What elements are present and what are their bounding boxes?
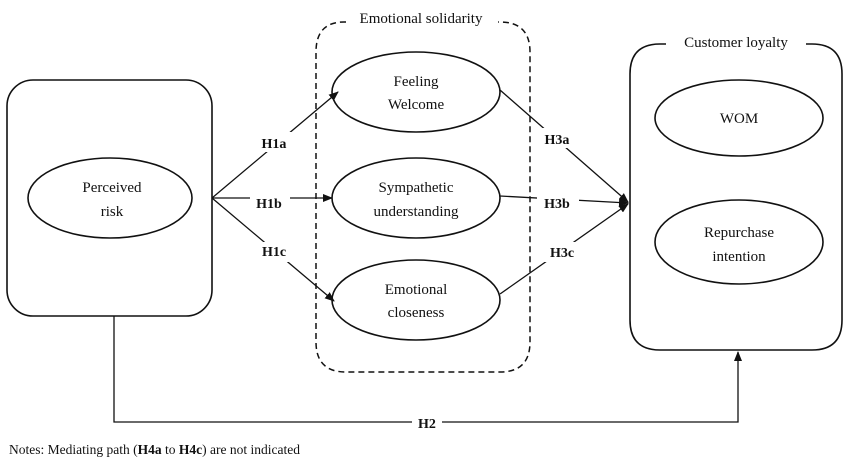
- customer-loyalty-box: [629, 43, 843, 351]
- sympathetic-understanding-label-line1: Sympathetic: [379, 180, 454, 196]
- feeling-welcome-label-line1: Feeling: [394, 74, 439, 90]
- sympathetic-understanding-node: [331, 157, 501, 239]
- emotional-closeness-label-line2: closeness: [388, 305, 445, 321]
- feeling-welcome-label-line2: Welcome: [388, 97, 445, 113]
- note-to-word: to: [161, 442, 179, 457]
- h3b-label: H3b: [544, 197, 570, 212]
- repurchase-intention-label-line2: intention: [712, 249, 766, 265]
- wom-label: WOM: [720, 111, 758, 127]
- h2-label: H2: [418, 417, 436, 432]
- note-h4a: H4a: [137, 442, 162, 457]
- emotional-solidarity-group: [315, 21, 531, 373]
- h2-path: [113, 316, 742, 423]
- perceived-risk-node: [27, 157, 193, 239]
- note-h4c: H4c: [178, 442, 203, 457]
- customer-loyalty-title: Customer loyalty: [684, 35, 788, 51]
- h3a-label: H3a: [545, 133, 570, 148]
- emotional-solidarity-title: Emotional solidarity: [360, 11, 483, 27]
- h1a-label: H1a: [262, 137, 287, 152]
- wom-node: [654, 79, 824, 157]
- perceived-risk-box: [6, 79, 213, 317]
- repurchase-intention-label-line1: Repurchase: [704, 225, 774, 241]
- note-prefix: Notes: Mediating path (: [9, 442, 138, 457]
- perceived-risk-label-line1: Perceived: [82, 180, 142, 196]
- emotional-closeness-label-line1: Emotional: [385, 282, 448, 298]
- diagram-note: Notes: Mediating path (H4a to H4c) are n…: [9, 442, 300, 458]
- perceived-risk-label-line2: risk: [101, 204, 124, 220]
- sympathetic-understanding-label-line2: understanding: [374, 204, 459, 220]
- h3c-label: H3c: [550, 246, 574, 261]
- h1c-label: H1c: [262, 245, 286, 260]
- emotional-closeness-node: [331, 259, 501, 341]
- note-suffix: ) are not indicated: [202, 442, 300, 457]
- feeling-welcome-node: [331, 51, 501, 133]
- h1b-label: H1b: [256, 197, 282, 212]
- repurchase-intention-node: [654, 199, 824, 285]
